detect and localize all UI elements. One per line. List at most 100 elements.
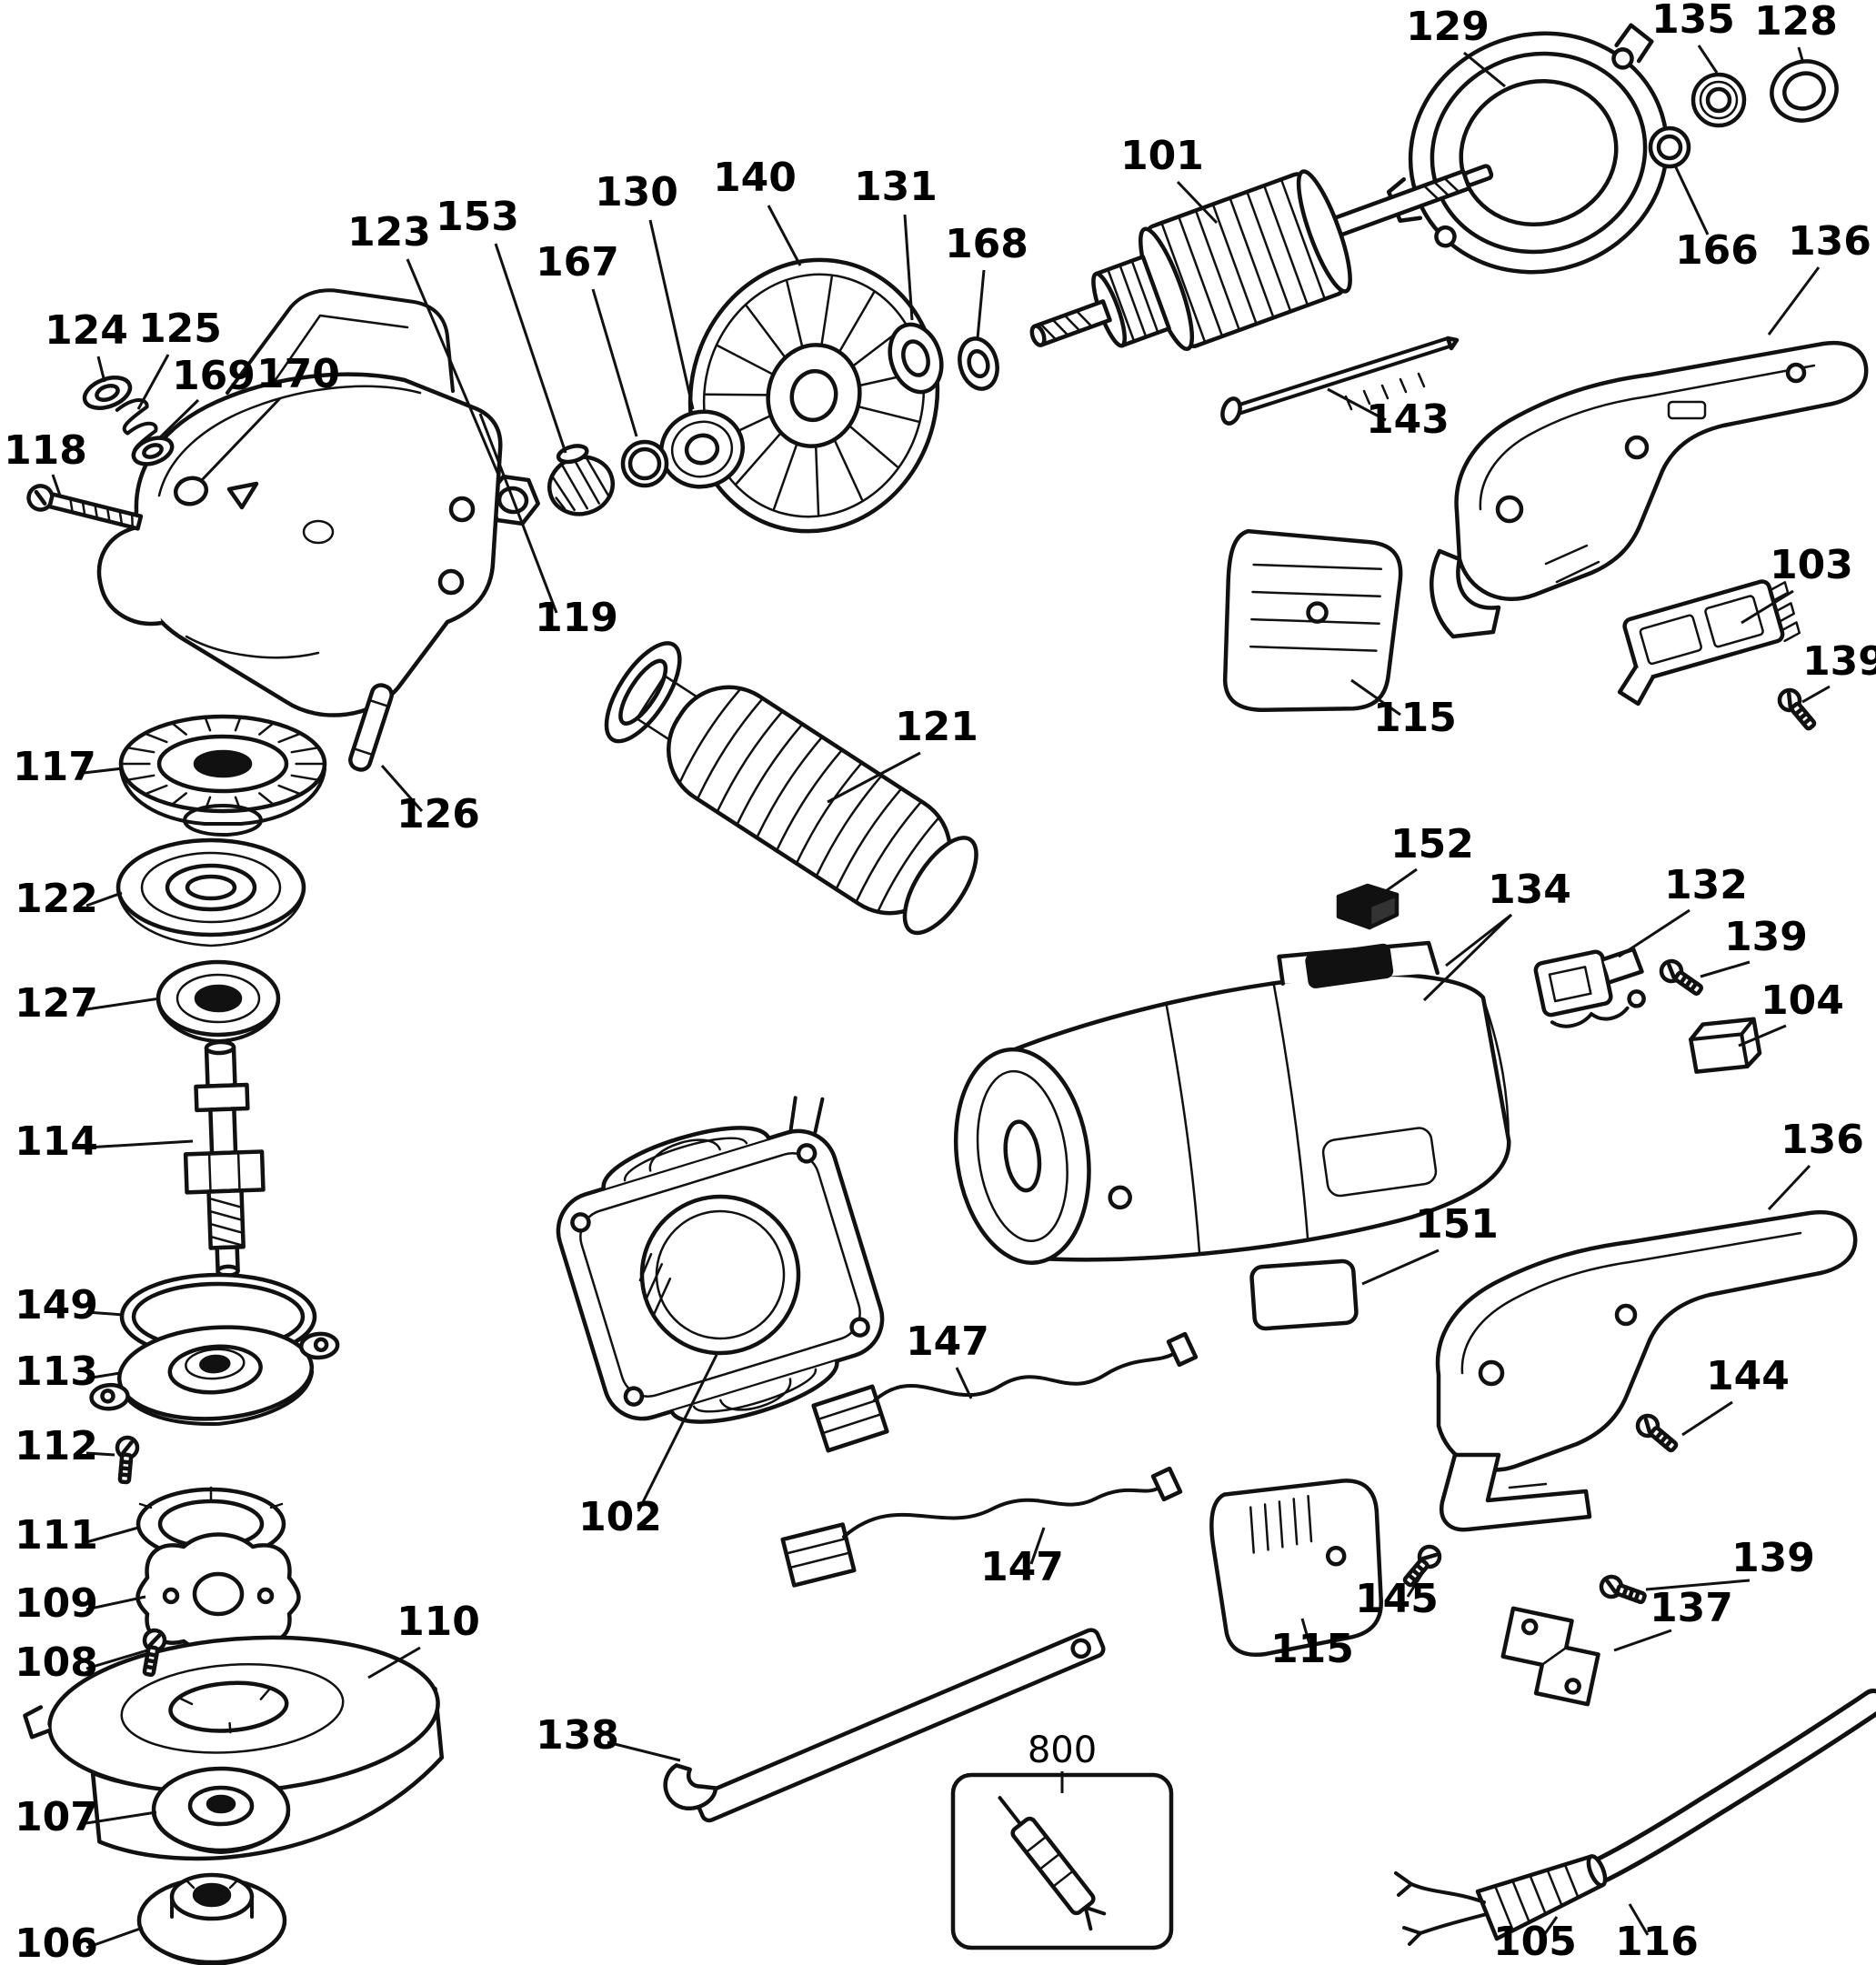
leader-101 <box>1176 180 1219 225</box>
leader-125 <box>136 354 170 410</box>
leader-121 <box>827 751 921 804</box>
part-label-101: 101 <box>1120 133 1204 179</box>
leader-129 <box>1463 51 1506 88</box>
part-label-104: 104 <box>1761 977 1844 1024</box>
leader-167 <box>591 288 638 437</box>
leader-152 <box>1379 867 1418 897</box>
part-label-118: 118 <box>4 427 87 474</box>
part-label-147: 147 <box>980 1544 1064 1590</box>
part-label-153: 153 <box>436 194 519 240</box>
leader-109 <box>85 1595 146 1611</box>
leader-134 <box>1422 913 1513 1002</box>
part-pin-126 <box>348 683 394 772</box>
part-label-129: 129 <box>1406 4 1490 50</box>
part-label-116: 116 <box>1615 1919 1699 1965</box>
part-gear-117 <box>118 714 327 837</box>
part-brush-box-104 <box>1689 1017 1762 1074</box>
leader-130 <box>648 219 695 410</box>
part-label-108: 108 <box>15 1639 98 1686</box>
leader-108 <box>85 1649 148 1670</box>
part-washer-168 <box>958 336 999 391</box>
leader-137 <box>1613 1629 1672 1652</box>
part-field-102 <box>556 1096 885 1424</box>
part-label-119: 119 <box>535 595 618 641</box>
part-flange-107 <box>151 1766 291 1854</box>
leader-103 <box>1741 589 1794 625</box>
part-label-124: 124 <box>45 307 128 354</box>
part-ring-166 <box>1648 125 1691 169</box>
leader-119 <box>478 413 558 614</box>
leader-169 <box>157 398 200 440</box>
part-label-147: 147 <box>906 1318 989 1365</box>
leader-117 <box>83 767 124 775</box>
part-seal-122 <box>115 837 306 947</box>
leader-136 <box>1767 266 1821 336</box>
part-label-127: 127 <box>15 980 98 1027</box>
screw-139-a <box>1776 687 1820 734</box>
part-wrench-138 <box>663 1628 1106 1823</box>
part-side-handle-121 <box>604 641 978 936</box>
part-label-102: 102 <box>578 1494 662 1540</box>
part-label-168: 168 <box>945 221 1028 267</box>
part-snap-ring-167 <box>620 439 669 488</box>
part-label-137: 137 <box>1650 1585 1733 1631</box>
part-screw-143 <box>1220 336 1460 426</box>
part-label-130: 130 <box>595 169 678 216</box>
leader-170 <box>198 396 282 484</box>
leader-115 <box>1300 1618 1311 1645</box>
leader-139 <box>1700 960 1751 978</box>
part-power-cord-116 <box>1394 1689 1876 1946</box>
leader-145 <box>1406 1567 1428 1598</box>
part-label-134: 134 <box>1488 867 1571 913</box>
part-clamp-nut-106 <box>136 1872 287 1965</box>
part-label-149: 149 <box>15 1282 98 1328</box>
part-lube-kit-800 <box>950 1772 1174 1950</box>
leader-116 <box>1628 1903 1650 1936</box>
leader-151 <box>1361 1248 1440 1286</box>
part-label-169: 169 <box>172 353 256 399</box>
part-label-103: 103 <box>1770 542 1853 588</box>
leader-105 <box>1542 1916 1559 1936</box>
leader-147 <box>1029 1527 1046 1565</box>
part-switch-103 <box>1617 579 1801 707</box>
screw-139-b <box>1658 957 1706 999</box>
part-label-144: 144 <box>1706 1353 1790 1399</box>
part-cord-clamp-137 <box>1500 1606 1600 1707</box>
leader-lines <box>51 45 1831 1950</box>
part-washer-131 <box>888 322 944 395</box>
part-label-125: 125 <box>138 306 222 352</box>
part-label-111: 111 <box>15 1512 98 1559</box>
part-label-151: 151 <box>1415 1201 1499 1248</box>
part-bearing-127 <box>155 959 281 1043</box>
leader-112 <box>85 1451 115 1457</box>
part-clamp-plate-upper-115 <box>1222 528 1403 713</box>
leader-122 <box>85 891 123 907</box>
leader-135 <box>1697 45 1719 74</box>
part-label-145: 145 <box>1355 1576 1439 1622</box>
screw-144 <box>1634 1412 1681 1456</box>
leader-118 <box>51 474 62 496</box>
part-label-114: 114 <box>15 1118 98 1165</box>
leader-132 <box>1618 908 1690 958</box>
leader-128 <box>1797 46 1804 61</box>
part-fan-140 <box>687 257 940 534</box>
part-label-106: 106 <box>15 1920 98 1965</box>
leader-168 <box>976 269 986 339</box>
part-label-170: 170 <box>256 351 340 397</box>
part-label-139: 139 <box>1731 1535 1815 1581</box>
leader-111 <box>85 1526 139 1544</box>
part-label-115: 115 <box>1270 1626 1354 1672</box>
leader-166 <box>1673 165 1710 236</box>
part-label-136: 136 <box>1781 1117 1864 1163</box>
part-label-138: 138 <box>536 1712 619 1759</box>
leader-106 <box>85 1926 144 1950</box>
part-label-131: 131 <box>854 164 938 210</box>
leader-102 <box>637 1354 718 1512</box>
screw-112 <box>115 1437 138 1483</box>
part-label-139: 139 <box>1724 914 1808 960</box>
leader-123 <box>406 258 500 476</box>
leader-107 <box>85 1810 157 1825</box>
part-clamp-plate-lower-115 <box>1209 1479 1383 1657</box>
